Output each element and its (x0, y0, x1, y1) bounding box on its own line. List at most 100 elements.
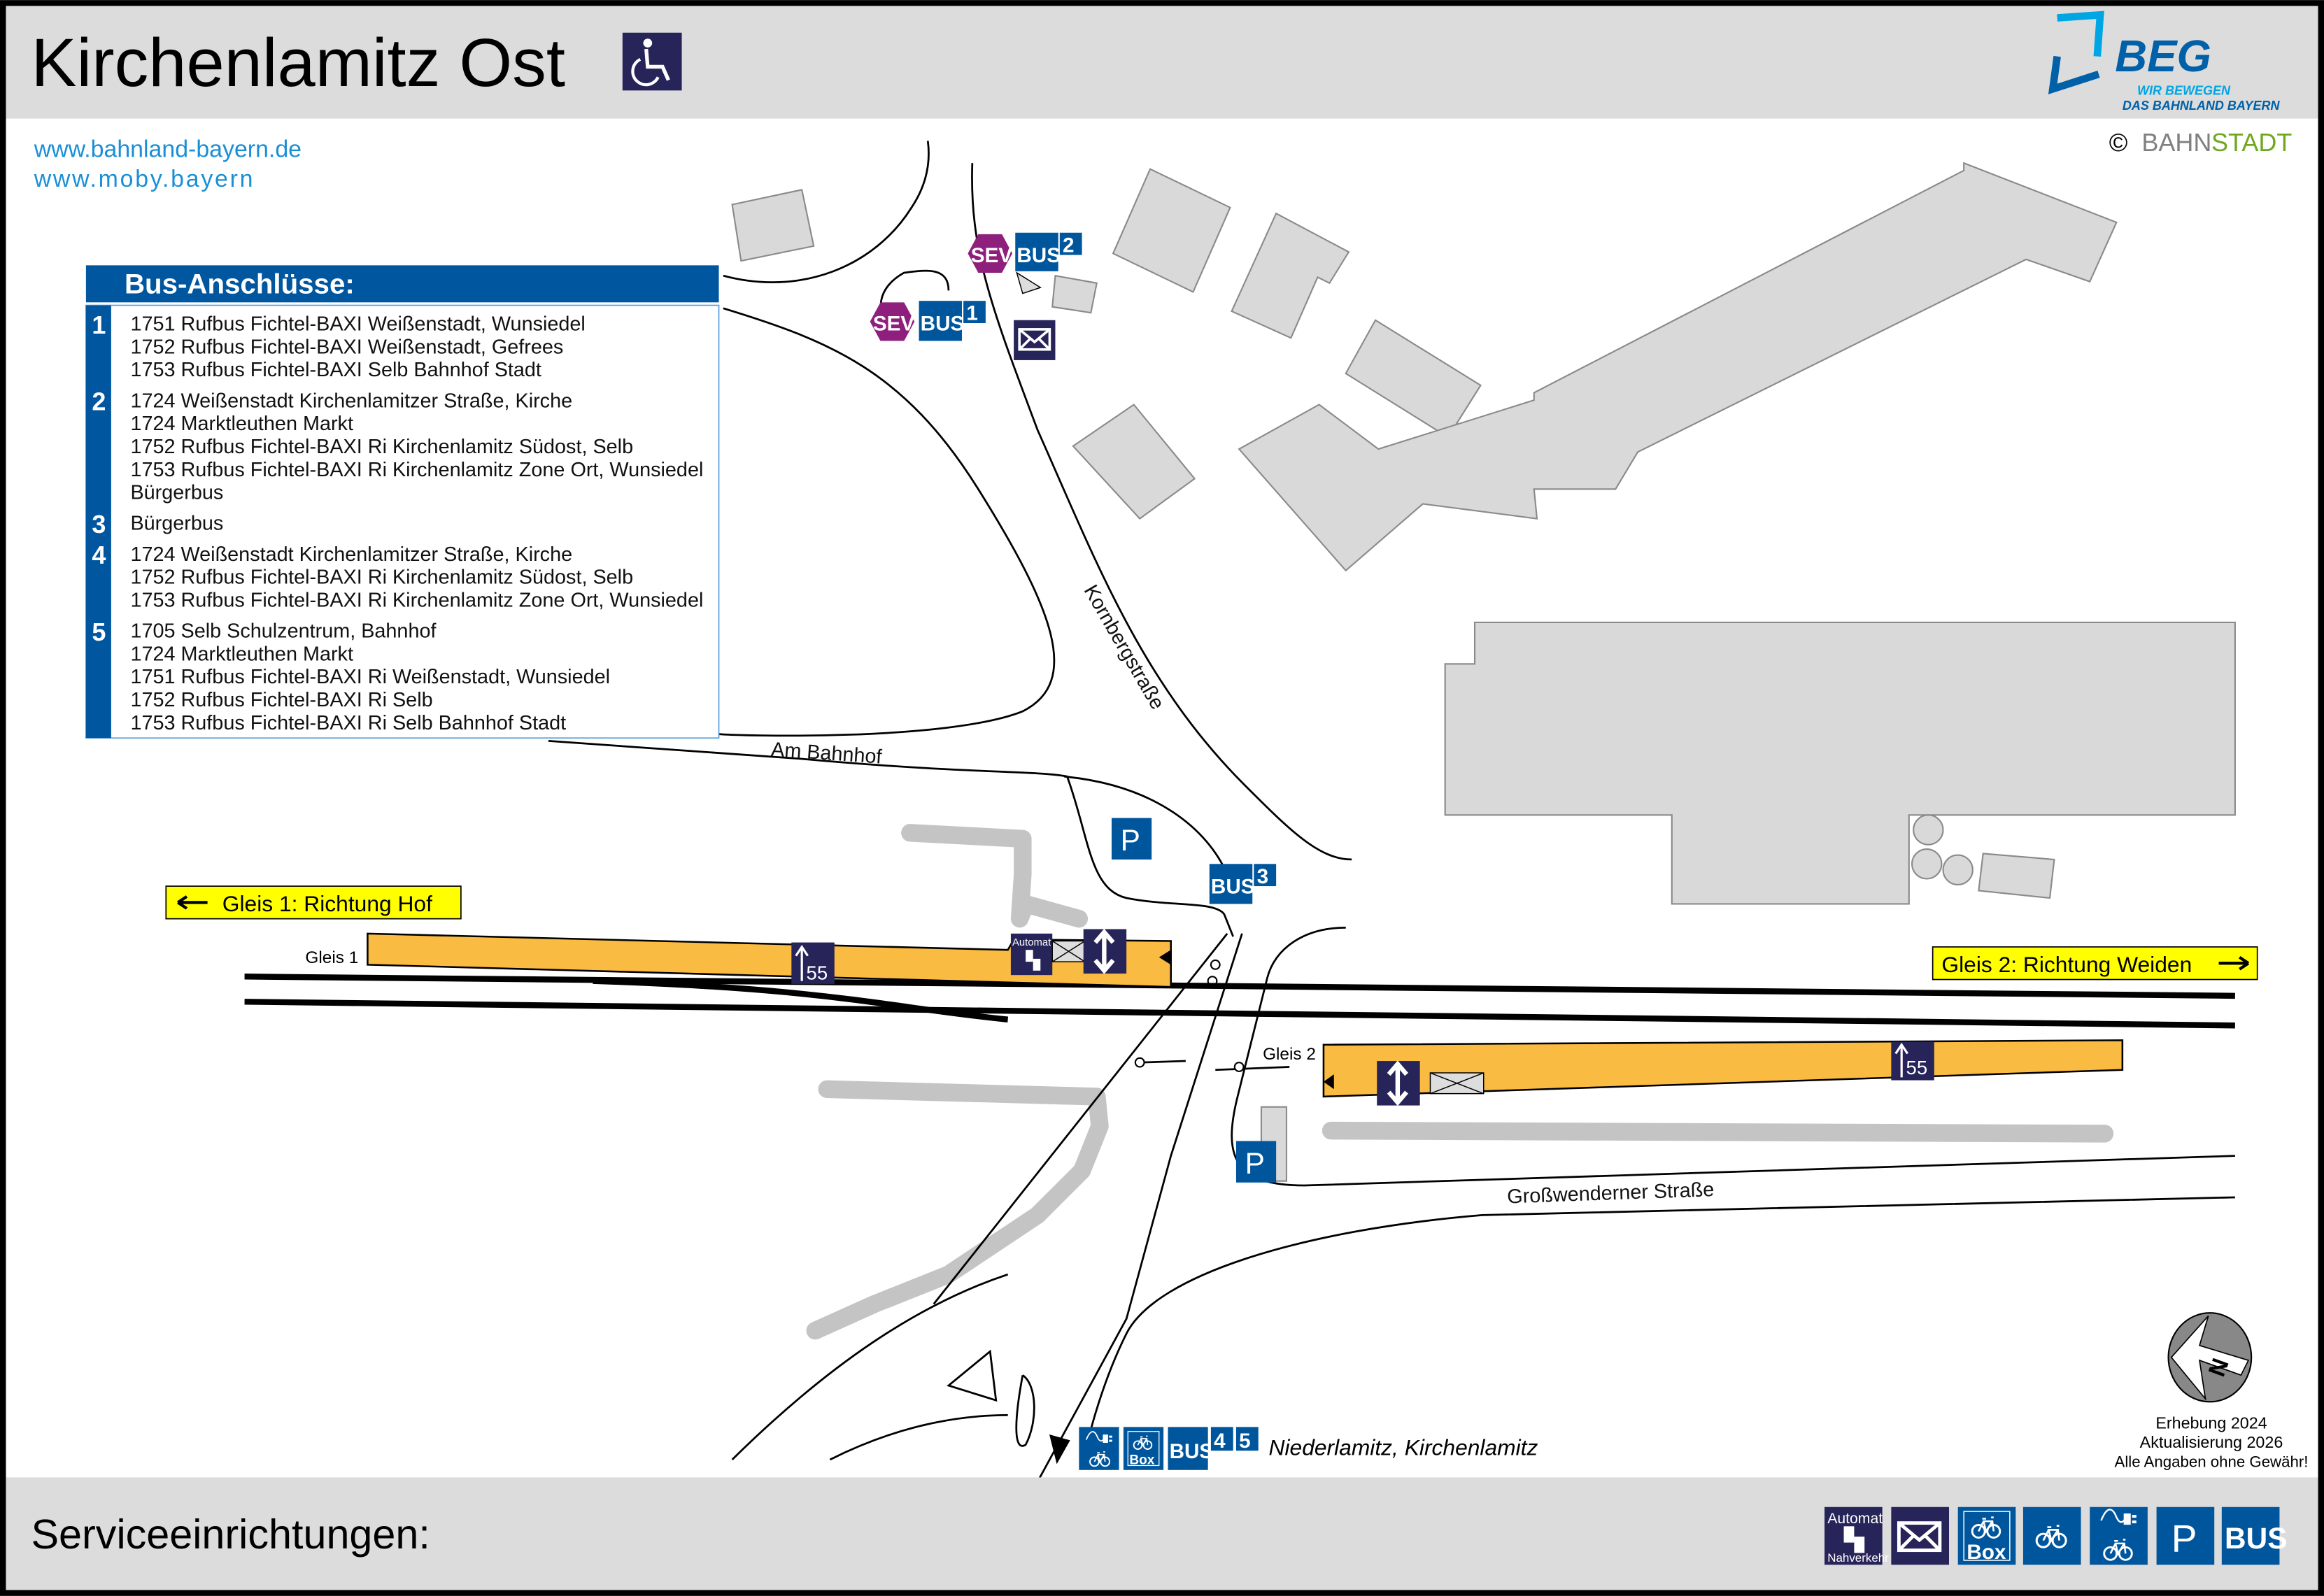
stop-number: 3 (1257, 865, 1269, 888)
bus-stop-number: 1 (92, 311, 106, 339)
track-switch (593, 978, 1009, 1023)
road (711, 307, 1056, 737)
direction-marker-icon (1049, 1434, 1070, 1465)
bus-line-entry: Bürgerbus (130, 513, 223, 535)
ticket-machine-icon: Automat (1010, 933, 1053, 976)
update-note: Aktualisierung 2026 (2140, 1433, 2283, 1451)
box-label: Box (1129, 1453, 1154, 1467)
link-moby-bayern[interactable]: www.moby.bayern (34, 166, 255, 192)
bus-line-entry: 1752 Rufbus Fichtel-BAXI Ri Kirchenlamit… (130, 436, 633, 458)
bus-stop-number: 5 (92, 618, 106, 646)
bus-line-entry: 1752 Rufbus Fichtel-BAXI Ri Selb (130, 689, 432, 711)
parking-label: P (1245, 1147, 1265, 1180)
bike-box-icon: Box (1123, 1427, 1164, 1470)
bus-line-entry: 1724 Marktleuthen Markt (130, 643, 353, 665)
direction-gleis-2-text: Gleis 2: Richtung Weiden (1941, 952, 2192, 977)
platform-height-2-value: 55 (1906, 1057, 1928, 1078)
bus-line-entry: 1751 Rufbus Fichtel-BAXI Ri Weißenstadt,… (130, 666, 610, 688)
mailbox-icon (1014, 320, 1056, 360)
beg-logo-text: BEG (2115, 31, 2211, 81)
direction-gleis-2: Gleis 2: Richtung Weiden (1932, 946, 2258, 981)
building (1072, 404, 1196, 520)
tree-row (806, 1080, 1109, 1340)
road-am-bahnhof (548, 740, 1234, 937)
tree-row (1322, 1121, 2114, 1143)
bus-line-entry: 1705 Selb Schulzentrum, Bahnhof (130, 620, 437, 643)
stop-number: 2 (1063, 234, 1075, 257)
automat-bottom-label: Nahverkehr (1827, 1551, 1889, 1565)
ebike-charging-icon (1079, 1427, 1119, 1470)
roads (548, 141, 2235, 1483)
building (1911, 848, 1943, 880)
bus-label: BUS (2225, 1522, 2287, 1555)
gleis-1-label: Gleis 1 (305, 948, 358, 967)
copyright-symbol: © (2109, 128, 2128, 157)
building (1942, 854, 1974, 885)
bus-label: BUS (921, 313, 965, 336)
beg-slogan-2: DAS BAHNLAND BAYERN (2123, 99, 2281, 113)
platform-height-1-value: 55 (807, 962, 828, 984)
building (1051, 274, 1098, 314)
building (1444, 621, 2236, 905)
road-roundabout (731, 1273, 1035, 1461)
bus-line-entry: 1752 Rufbus Fichtel-BAXI Ri Kirchenlamit… (130, 567, 633, 589)
building (1112, 168, 1231, 293)
barrier-post (1134, 1057, 1145, 1068)
bus-stop-number: 3 (92, 510, 106, 539)
road (723, 141, 930, 283)
bus-stop-4-5: Box BUS 4 5 Niederlamitz, Kirchenlamitz (1049, 1427, 1538, 1470)
stop-number: 5 (1239, 1430, 1251, 1453)
bus-line-entry: 1753 Rufbus Fichtel-BAXI Ri Selb Bahnhof… (130, 712, 566, 734)
bahnstadt-part2: STADT (2211, 128, 2292, 157)
bahnstadt-copyright: © BAHN STADT (2109, 128, 2293, 157)
platform-height-2: 55 (1891, 1041, 1934, 1081)
sev-label: SEV (971, 244, 1013, 267)
bus-stop-2: SEV BUS 2 (968, 232, 1082, 294)
bus-label: BUS (1170, 1440, 1214, 1463)
survey-note: Erhebung 2024 (2155, 1413, 2267, 1432)
barrier-post (1233, 1062, 1245, 1072)
direction-gleis-1-text: Gleis 1: Richtung Hof (222, 891, 432, 916)
bus-line-entry: 1724 Weißenstadt Kirchenlamitzer Straße,… (130, 390, 572, 412)
tree-row (901, 824, 1089, 928)
bus-connections-table: Bus-Anschlüsse: 1 1751 Rufbus Fichtel-BAX… (85, 265, 720, 739)
automat-label: Automat (1012, 937, 1051, 948)
disclaimer-note: Alle Angaben ohne Gewähr! (2115, 1453, 2309, 1471)
road (1064, 775, 1228, 875)
bahnstadt-part1: BAHN (2141, 128, 2211, 157)
bus-label: BUS (1211, 876, 1255, 899)
bus-line-entry: 1724 Marktleuthen Markt (130, 413, 353, 435)
bus-line-entry: 1753 Rufbus Fichtel-BAXI Ri Kirchenlamit… (130, 589, 703, 611)
building (1231, 212, 1350, 339)
road-kornbergstrasse (971, 163, 1352, 861)
road-grosswenderner (1081, 1196, 2235, 1467)
platform-gleis-1 (367, 932, 1172, 988)
header-band (6, 6, 2318, 119)
building (731, 189, 815, 262)
platform-height-1: 55 (791, 942, 835, 984)
parking-label: P (2171, 1516, 2197, 1560)
building (1238, 162, 2118, 572)
railway-tracks (244, 974, 2235, 1029)
bus-stop-number: 2 (92, 387, 106, 416)
parking-icon: P (1111, 818, 1152, 860)
stop-number: 4 (1214, 1430, 1226, 1453)
barrier-post (1210, 959, 1221, 970)
lift-icon (1377, 1061, 1420, 1106)
parking-icon: P (2156, 1506, 2215, 1565)
bus-line-entry: 1753 Rufbus Fichtel-BAXI Ri Kirchenlamit… (130, 459, 703, 481)
road (1141, 1060, 1290, 1071)
track-1 (244, 974, 2235, 999)
direction-gleis-1: Gleis 1: Richtung Hof (165, 885, 462, 920)
parking-label: P (1121, 824, 1140, 857)
bus-table-title: Bus-Anschlüsse: (125, 269, 355, 300)
bus-stop-3: BUS 3 (1209, 864, 1277, 904)
link-bahnland-bayern[interactable]: www.bahnland-bayern.de (34, 136, 302, 163)
bus-stop-1: SEV BUS 1 (870, 301, 986, 341)
vegetation (806, 824, 2114, 1340)
